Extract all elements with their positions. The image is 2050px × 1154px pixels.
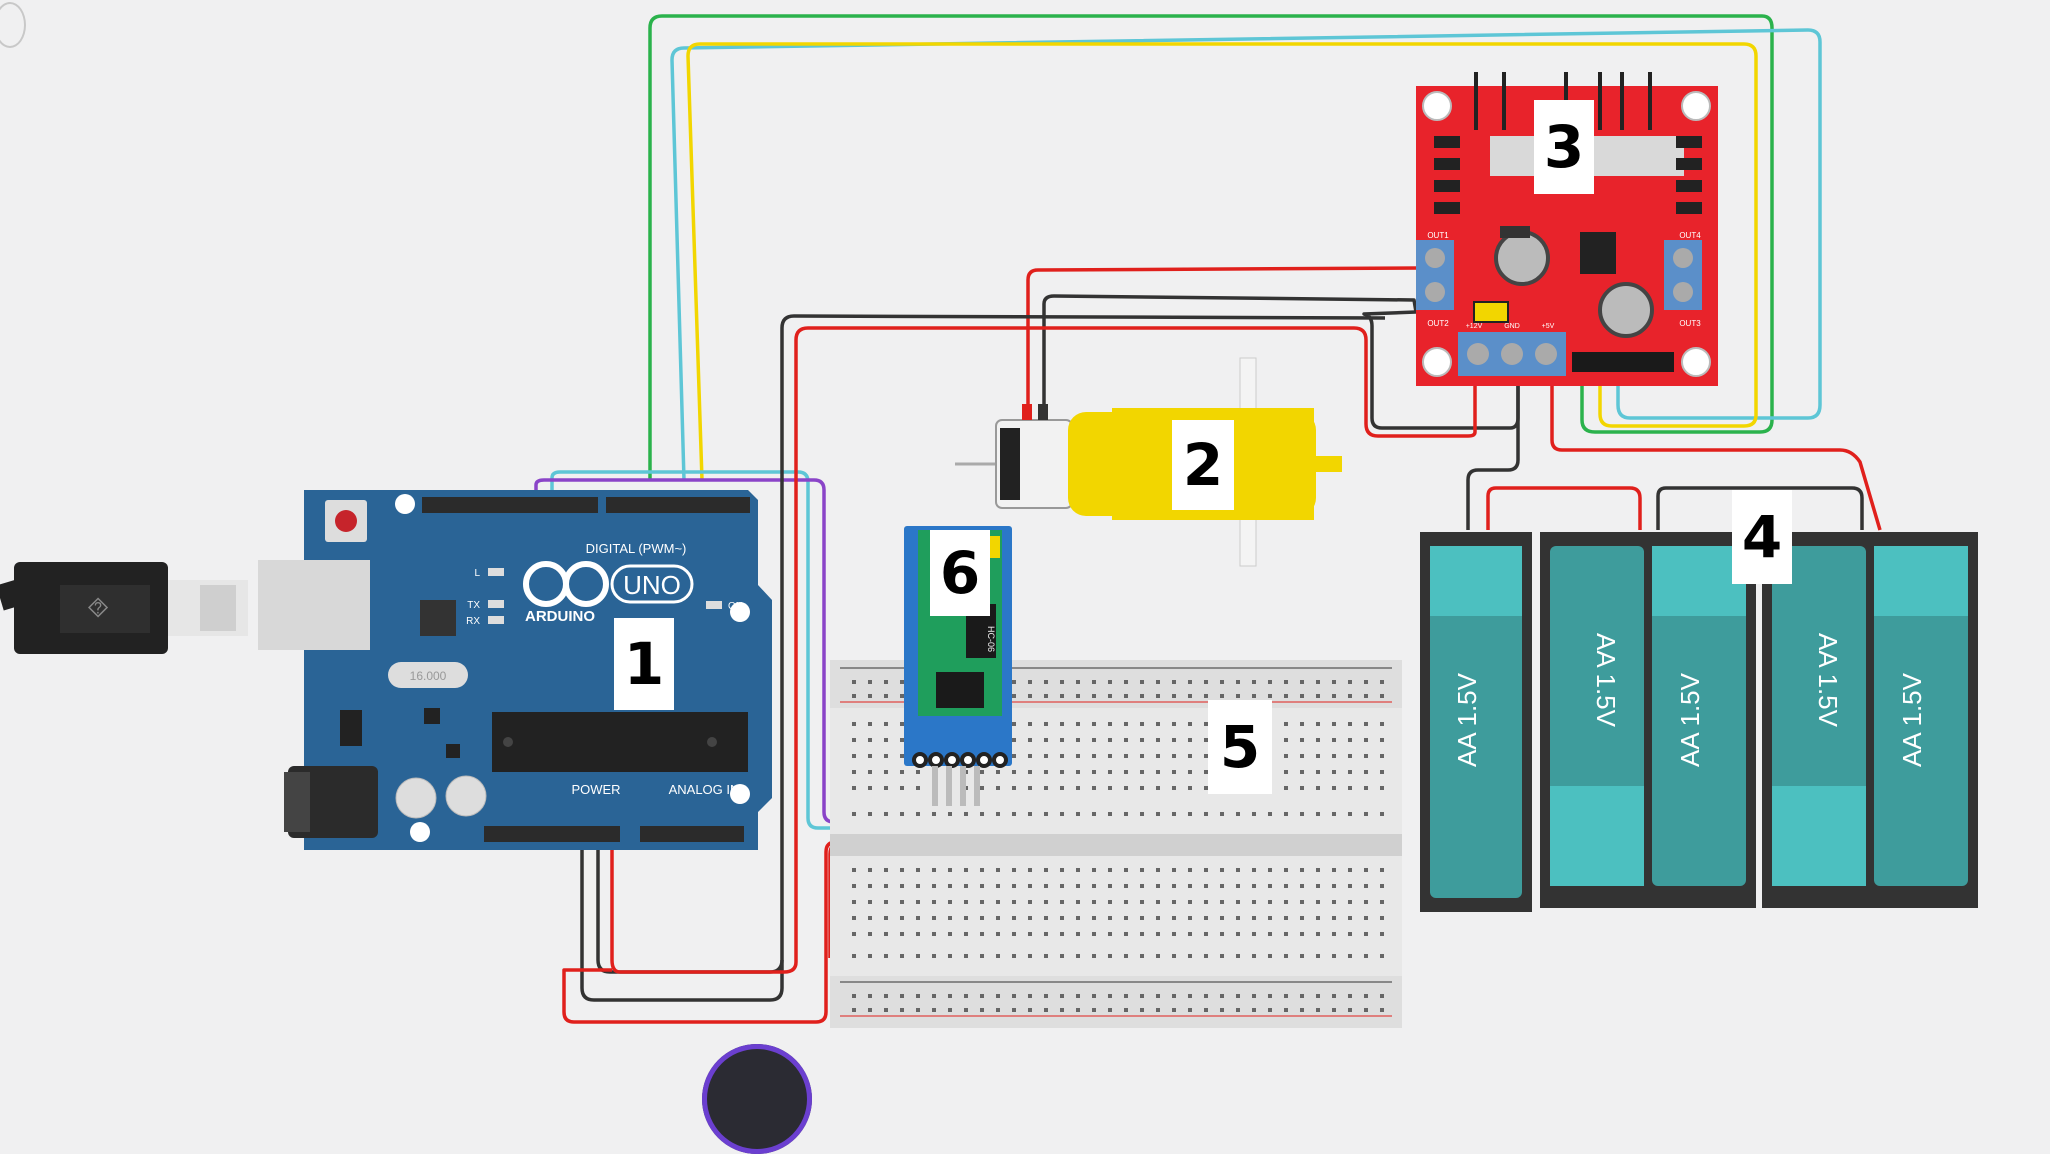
cell-label-4: AA 1.5V [1813,633,1843,728]
arduino-digital-label: DIGITAL (PWM~) [586,541,687,556]
dc-gear-motor[interactable] [955,357,1342,567]
wire-cyan-2 [550,470,950,830]
battery-holder-1 [1420,532,1532,912]
wire-black-4 [580,834,784,1002]
led-on-label: ON [728,601,743,612]
led-rx-label: RX [466,616,480,627]
led-tx-label: TX [467,600,480,611]
wire-red-motor [1026,266,1421,412]
wire-green [648,14,1774,480]
driver-out4: OUT4 [1679,231,1701,240]
label-2: 2 [1172,420,1234,510]
wire-black-bat [1656,486,1864,530]
battery-pack[interactable]: AA 1.5V AA 1.5V AA 1.5V AA 1.5V AA 1.5V [1420,532,1978,912]
crystal-label: 16.000 [410,669,447,683]
circuit-canvas[interactable]: ⯑ [0,0,2050,1080]
driver-out3: OUT3 [1679,319,1701,328]
wire-yellow [686,42,1758,481]
wire-red-1 [1550,380,1882,531]
usb-cable: ⯑ [0,562,248,654]
wire-red-2 [610,326,1477,974]
label-3: 3 [1534,100,1594,194]
arduino-power-label: POWER [571,782,620,797]
arduino-analog-label: ANALOG IN [669,782,740,797]
label-6: 6 [930,530,990,616]
label-1: 1 [614,618,674,710]
driver-gnd: GND [1504,323,1520,330]
driver-5v: +5V [1542,323,1555,330]
battery-holder-2 [1540,532,1756,908]
wire-black-motor [1042,294,1418,412]
wire-red-3 [562,808,976,1024]
cell-label-5: AA 1.5V [1897,672,1927,767]
cell-label-3: AA 1.5V [1675,672,1705,767]
cell-label-1: AA 1.5V [1452,672,1482,767]
corner-button[interactable] [0,2,26,48]
hc06-chip-label: HC-06 [986,626,996,652]
arduino-uno[interactable]: 16.000 UNO ARDUINO DIGITAL (PWM~) POWER … [258,490,772,850]
label-4: 4 [1732,490,1792,584]
driver-out2: OUT2 [1427,319,1449,328]
led-l-label: L [474,568,480,579]
arduino-model: UNO [623,570,681,600]
wire-cyan [670,28,1822,481]
wire-purple [534,478,932,824]
wire-black-2 [1466,380,1520,530]
arduino-logo-icon [523,561,694,607]
driver-out1: OUT1 [1427,231,1449,240]
battery-holder-3 [1762,532,1978,908]
driver-12v: +12V [1466,323,1483,330]
cell-label-2: AA 1.5V [1591,633,1621,728]
arduino-brand: ARDUINO [525,608,595,625]
user-avatar[interactable] [702,1044,812,1154]
svg-text:⯑: ⯑ [87,592,109,623]
wire-red-bat [1486,486,1642,530]
label-5: 5 [1208,700,1272,794]
